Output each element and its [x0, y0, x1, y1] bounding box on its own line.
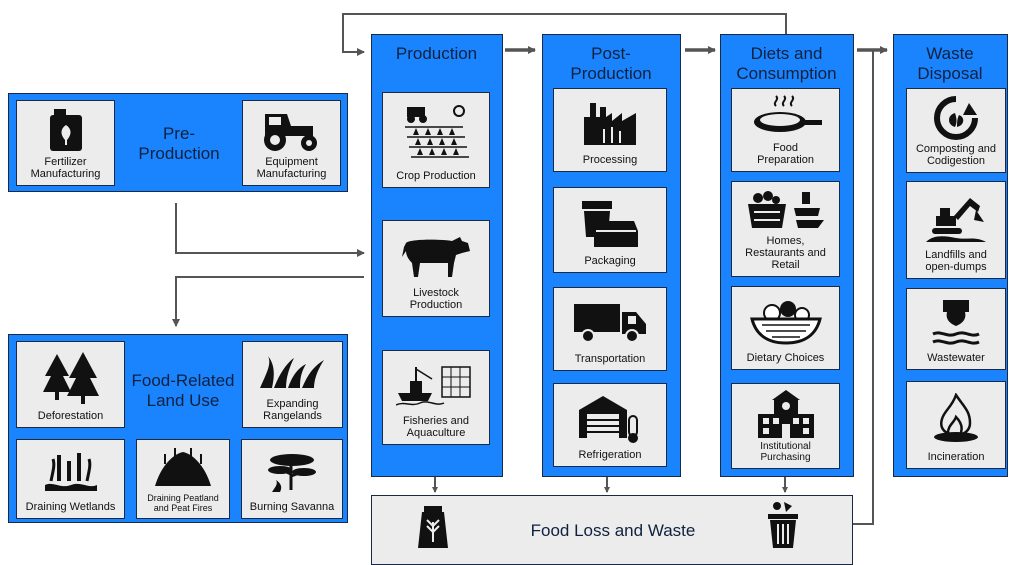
dietary-choices-tile: Dietary Choices — [731, 286, 840, 370]
tile-label: Expanding Rangelands — [263, 398, 322, 422]
frying-pan-icon — [753, 95, 822, 132]
tile-label: Equipment Manufacturing — [256, 156, 327, 180]
wastewater-tile: Wastewater — [906, 288, 1006, 370]
factory-icon — [584, 103, 636, 145]
tile-label: Food Preparation — [757, 142, 814, 166]
tile-label: Livestock Production — [409, 287, 463, 311]
tile-label: Composting and Codigestion — [915, 143, 997, 167]
draining-wetlands-tile: Draining Wetlands — [16, 439, 125, 519]
tile-label: Draining Peatland and Peat Fires — [147, 493, 219, 513]
peat-fire-icon — [155, 448, 211, 486]
grocery-basket-icon — [747, 191, 824, 228]
incineration-tile: Incineration — [906, 381, 1006, 469]
tile-label: Incineration — [927, 451, 985, 463]
tile-label: Burning Savanna — [249, 501, 335, 513]
homes-restaurants-retail-tile: Homes, Restaurants and Retail — [731, 181, 840, 277]
tile-label: Fisheries and Aquaculture — [402, 415, 470, 439]
land-use-title: Food-Related Land Use — [131, 371, 235, 410]
savanna-tree-icon — [268, 454, 316, 492]
tile-label: Homes, Restaurants and Retail — [745, 235, 826, 271]
excavator-icon — [926, 198, 986, 242]
cold-storage-icon — [579, 396, 638, 443]
tile-label: Transportation — [574, 353, 646, 365]
tile-label: Fertilizer Manufacturing — [30, 156, 101, 180]
tile-label: Dietary Choices — [746, 352, 825, 364]
food-preparation-tile: Food Preparation — [731, 88, 840, 172]
connector-arrows — [172, 13, 888, 525]
production-column: Production Crop Production Livestock Pro… — [371, 34, 503, 477]
school-building-icon — [757, 390, 814, 438]
livestock-production-tile: Livestock Production — [382, 220, 490, 317]
pre-production-title: Pre- Production — [138, 124, 220, 163]
food-loss-waste-panel: Food Loss and Waste — [371, 495, 853, 565]
tile-label: Processing — [582, 154, 638, 166]
waste-disposal-column: Waste Disposal Composting and Codigestio… — [893, 34, 1008, 477]
fertilizer-manufacturing-tile: Fertilizer Manufacturing — [16, 100, 115, 186]
tile-label: Deforestation — [37, 410, 104, 422]
truck-icon — [574, 304, 646, 343]
fishing-boat-icon — [396, 365, 471, 406]
expanding-rangelands-tile: Expanding Rangelands — [242, 341, 343, 428]
equipment-manufacturing-tile: Equipment Manufacturing — [242, 100, 341, 186]
tile-label: Landfills and open-dumps — [925, 249, 987, 273]
tile-label: Institutional Purchasing — [760, 441, 811, 463]
trash-bin-icon — [766, 500, 800, 555]
processing-tile: Processing — [553, 88, 667, 172]
land-use-panel: Deforestation Food-Related Land Use Expa… — [8, 334, 348, 523]
tile-label: Draining Wetlands — [25, 501, 116, 513]
deforestation-tile: Deforestation — [16, 341, 125, 428]
institutional-purchasing-tile: Institutional Purchasing — [731, 383, 840, 469]
transportation-tile: Transportation — [553, 287, 667, 371]
landfills-tile: Landfills and open-dumps — [906, 181, 1006, 279]
grain-bag-icon — [416, 504, 450, 555]
waste-disposal-title: Waste Disposal — [917, 44, 983, 83]
diets-consumption-column: Diets and Consumption Food Preparation H… — [720, 34, 854, 477]
pre-production-panel: Fertilizer Manufacturing Pre- Production… — [8, 93, 348, 192]
tile-label: Refrigeration — [578, 449, 642, 461]
post-production-title: Post- Production — [570, 44, 652, 83]
refrigeration-tile: Refrigeration — [553, 383, 667, 467]
tractor-icon — [263, 114, 317, 151]
crop-field-icon — [405, 105, 469, 158]
fisheries-aquaculture-tile: Fisheries and Aquaculture — [382, 350, 490, 445]
fertilizer-jug-icon — [49, 109, 82, 151]
tile-label: Wastewater — [927, 352, 985, 364]
cow-icon — [402, 236, 470, 277]
wetland-reeds-icon — [44, 453, 97, 491]
food-bowl-icon — [749, 301, 822, 345]
draining-peatland-tile: Draining Peatland and Peat Fires — [136, 439, 230, 519]
food-container-icon — [582, 201, 638, 247]
crop-production-tile: Crop Production — [382, 92, 490, 188]
burning-savanna-tile: Burning Savanna — [241, 439, 343, 519]
incineration-fire-icon — [934, 393, 978, 442]
post-production-column: Post- Production Processing Packaging Tr… — [542, 34, 681, 477]
production-title: Production — [395, 44, 478, 63]
packaging-tile: Packaging — [553, 187, 667, 273]
tile-label: Packaging — [584, 255, 636, 267]
tile-label: Crop Production — [396, 170, 476, 182]
wastewater-pipe-icon — [932, 300, 980, 345]
diets-consumption-title: Diets and Consumption — [736, 44, 837, 83]
composting-tile: Composting and Codigestion — [906, 88, 1006, 173]
food-loss-waste-title: Food Loss and Waste — [530, 521, 696, 540]
forest-trees-icon — [42, 351, 99, 404]
compost-cycle-icon — [934, 95, 978, 140]
grass-icon — [259, 355, 324, 388]
